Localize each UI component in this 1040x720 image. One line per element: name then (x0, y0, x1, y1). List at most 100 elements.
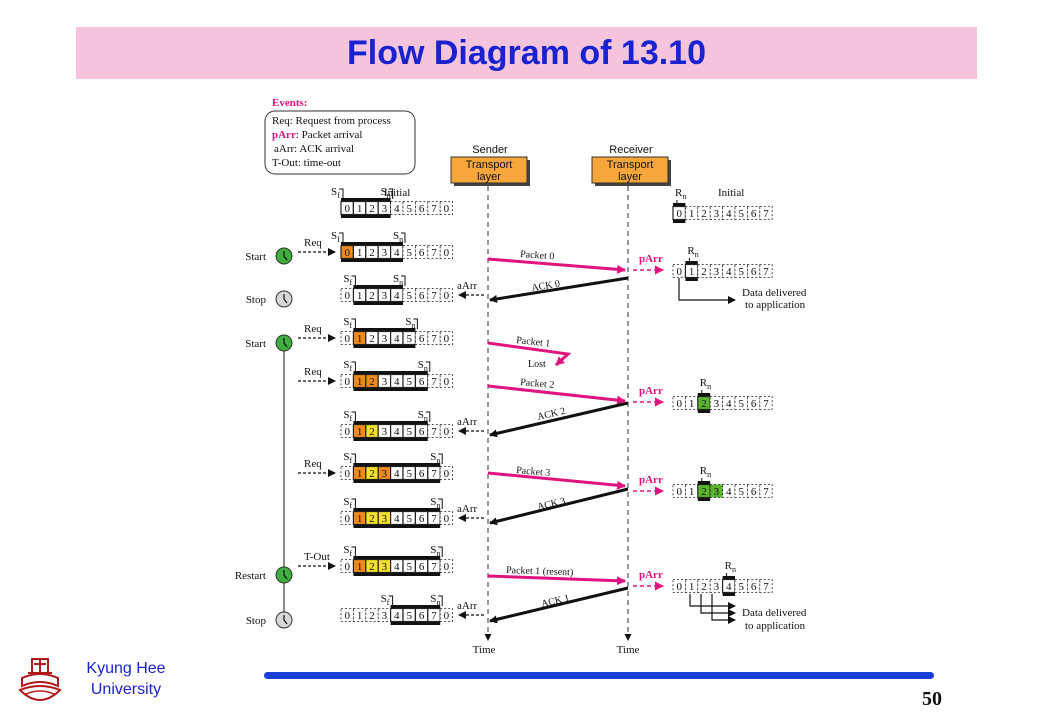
svg-text:Req: Request from process: Req: Request from process (272, 115, 391, 127)
sender-cell-label: 1 (357, 247, 363, 259)
sender-cell-label: 3 (382, 468, 388, 480)
sender-cell-label: 0 (444, 203, 450, 215)
receiver-cell (759, 206, 773, 220)
sender-cell-label: 6 (419, 376, 425, 388)
sender-cell-label: 0 (344, 513, 350, 525)
receiver-cell-label: 7 (763, 266, 769, 278)
sender-event-label: aArr (457, 600, 477, 612)
sender-cell-label: 0 (444, 610, 450, 622)
sender-initial-label: Initial (384, 187, 410, 199)
sender-cell-label: 0 (444, 561, 450, 573)
receiver-cell-label: 5 (738, 581, 744, 593)
receiver-cell (722, 396, 736, 410)
receiver-cell-label: 7 (763, 208, 769, 220)
sender-cell-label: 3 (382, 290, 388, 302)
sender-cell-label: 7 (431, 247, 437, 259)
pointer-sf: Sf (343, 544, 352, 558)
sender-cell (439, 466, 454, 480)
receiver-cell (747, 206, 761, 220)
sender-cell-label: 5 (406, 561, 412, 573)
timer-hand (283, 570, 288, 580)
sender-cell-label: 3 (382, 376, 388, 388)
sender-cell-label: 0 (344, 290, 350, 302)
pointer-rn: Rn (700, 377, 711, 391)
pointer-sn: Sn (430, 593, 440, 607)
sender-cell-label: 0 (344, 333, 350, 345)
pointer-sn: Sn (405, 316, 415, 330)
sender-cell-label: 2 (369, 513, 375, 525)
receiver-transport-box (591, 156, 669, 184)
receiver-cell-label: 2 (701, 581, 707, 593)
receiver-cell (759, 484, 773, 498)
pointer-sf: Sf (381, 593, 390, 607)
sender-cell-label: 3 (382, 333, 388, 345)
packet3-arrow (487, 471, 626, 490)
pointer-tick (388, 595, 394, 606)
timer-label: Start (245, 338, 266, 350)
pointer-sf: Sf (343, 273, 352, 287)
timer-label: Stop (246, 615, 267, 627)
pointer-sn: Sn (418, 409, 428, 423)
timer-label: Restart (235, 570, 266, 582)
parr-label-0: pArr (639, 253, 663, 265)
packet1-label: Packet 1 (516, 335, 551, 350)
sender-cell-label: 1 (357, 426, 363, 438)
sender-cell-label: 1 (357, 468, 363, 480)
timer-label: Start (245, 251, 266, 263)
sender-cell (365, 608, 379, 622)
delivered-2: Data delivered to application (689, 594, 807, 632)
receiver-cell-label: 0 (676, 398, 682, 410)
sender-cell-label: 2 (369, 376, 375, 388)
sender-cell (402, 201, 416, 215)
sender-cell-label: 7 (431, 203, 437, 215)
sender-cell-label: 4 (394, 426, 400, 438)
pointer-rn: Rn (725, 560, 736, 574)
sender-cell (340, 331, 354, 345)
receiver-cell-label: 3 (714, 266, 720, 278)
pointer-tick (438, 546, 443, 557)
packet3-label: Packet 3 (516, 465, 551, 479)
packet0-label: Packet 0 (520, 249, 555, 262)
sender-cell-label: 0 (444, 468, 450, 480)
sender-cell-label: 0 (444, 376, 450, 388)
pointer-tick (438, 595, 443, 606)
event-text-aarr: : ACK arrival (294, 143, 354, 155)
receiver-box-line2: layer (618, 171, 642, 183)
sender-cell-label: 1 (357, 333, 363, 345)
sender-cell-label: 0 (344, 426, 350, 438)
ack3-label: ACK 3 (536, 496, 566, 513)
receiver-cell (697, 206, 711, 220)
sender-cell-label: 2 (369, 333, 375, 345)
event-text-parr: : Packet arrival (296, 129, 363, 141)
receiver-cell (709, 396, 724, 410)
sender-event-label: Req (304, 458, 322, 470)
pointer-sf: Sf (343, 409, 352, 423)
sender-cell (340, 288, 354, 302)
receiver-cell-label: 1 (689, 208, 695, 220)
sender-cell-label: 3 (382, 561, 388, 573)
sender-cell-label: 2 (369, 610, 375, 622)
ack1-label: ACK 1 (540, 593, 570, 610)
sender-cell (414, 245, 429, 259)
sender-time-label: Time (473, 644, 496, 656)
receiver-cell-label: 6 (751, 208, 757, 220)
receiver-cell (709, 484, 724, 498)
receiver-cell-label: 7 (763, 581, 769, 593)
sender-cell (340, 559, 354, 573)
receiver-cell (672, 264, 686, 278)
sender-cell (439, 424, 454, 438)
timer-hand (283, 251, 288, 261)
timer-4: Stop (246, 611, 293, 629)
sender-cell (427, 201, 441, 215)
sender-cell-label: 5 (406, 513, 412, 525)
sender-cell-label: 5 (406, 468, 412, 480)
sender-cell-label: 2 (369, 290, 375, 302)
receiver-cell-label: 5 (738, 398, 744, 410)
timer-hand (283, 338, 288, 348)
